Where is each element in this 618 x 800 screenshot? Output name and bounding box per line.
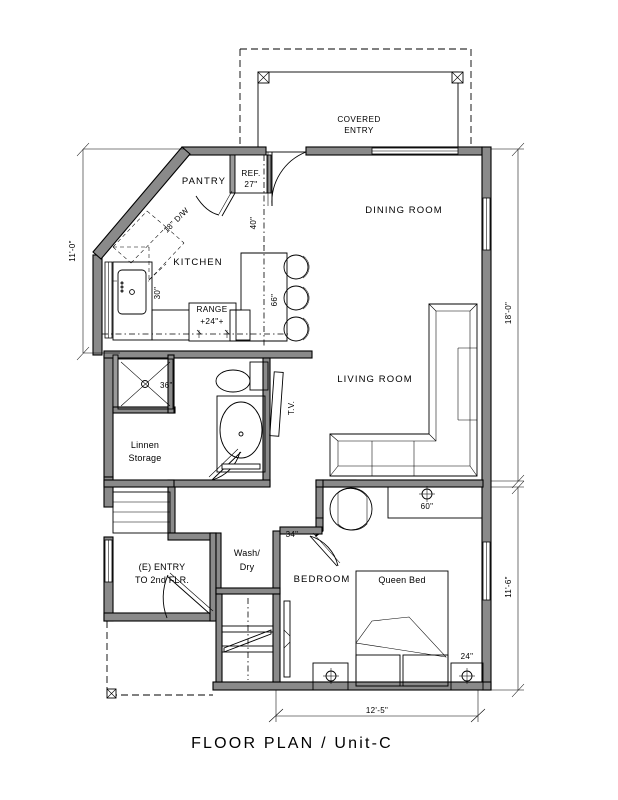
- sink-dimension: 30": [153, 287, 162, 300]
- dimension-right-upper: 18'-0": [491, 142, 525, 489]
- exterior-walls: [92, 146, 492, 691]
- dimension-right-lower: 11'-6": [491, 480, 525, 698]
- dimension-bottom: 12'-5": [268, 690, 486, 723]
- shower-icon: [117, 358, 174, 410]
- nightstand-icon: [312, 662, 349, 691]
- dimension-right-lower-value: 11'-6": [504, 576, 513, 598]
- vanity-icon: [216, 395, 266, 473]
- queen-bed-label: Queen Bed: [378, 575, 425, 585]
- drawing-title: FLOOR PLAN / Unit-C: [191, 735, 393, 752]
- covered-entry-group: COVERED ENTRY: [239, 48, 472, 153]
- island-depth-dimension: 66": [270, 294, 279, 307]
- windows: [104, 147, 491, 601]
- bar-stool-icon: [283, 285, 310, 311]
- bar-stool-icon: [283, 254, 310, 280]
- room-label-kitchen: KITCHEN: [173, 257, 222, 268]
- television-label: T.V.: [287, 401, 296, 415]
- bathroom-fixtures: 36" T.V. Linnen Storage: [117, 358, 296, 473]
- dimension-right-upper-value: 18'-0": [504, 302, 513, 324]
- queen-bed-icon: [355, 570, 449, 687]
- range-label: RANGE: [196, 305, 227, 314]
- bedroom-furniture: 60" Queen Bed 24" BEDROOM: [294, 486, 484, 691]
- bar-stool-icon: [283, 316, 310, 342]
- refrigerator-label-line2: 27": [244, 180, 257, 189]
- room-label-living: LIVING ROOM: [337, 374, 412, 385]
- stairs: [112, 491, 171, 534]
- room-label-covered-entry-line2: ENTRY: [344, 126, 374, 135]
- toilet-icon: [215, 361, 269, 393]
- patio-dashed-outline: [106, 621, 213, 699]
- nightstand-dimension: 24": [461, 652, 474, 661]
- sink-icon: [117, 269, 147, 315]
- interior-walls: [103, 154, 484, 683]
- nightstand-icon: [450, 662, 484, 691]
- refrigerator-icon: [234, 154, 268, 194]
- kitchen-fixtures: REF. 27" 30" RANGE +24"+ 18" D/W 66" 40": [102, 154, 310, 347]
- closet-center-mark: [419, 486, 435, 502]
- range-icon: [188, 302, 237, 342]
- television-icon: [269, 371, 284, 437]
- room-label-linnen-line2: Storage: [129, 453, 162, 463]
- room-label-washdry-line1: Wash/: [234, 548, 260, 558]
- room-label-bedroom: BEDROOM: [294, 574, 351, 585]
- closet-bedroom-icon: [387, 486, 483, 519]
- dimension-bottom-value: 12'-5": [366, 706, 388, 715]
- room-label-linnen-line1: Linnen: [131, 440, 159, 450]
- bedroom-door-dimension: 34": [286, 530, 299, 539]
- island-clearance-dimension: 40": [249, 217, 258, 230]
- shower-dimension: 36": [160, 381, 173, 390]
- room-label-covered-entry-line1: COVERED: [337, 115, 380, 124]
- range-dimension: +24"+: [200, 317, 224, 326]
- room-label-washdry-line2: Dry: [240, 562, 255, 572]
- living-room-furniture: LIVING ROOM: [329, 303, 478, 477]
- room-label-pantry: PANTRY: [182, 176, 226, 187]
- accent-chair-icon: [329, 487, 373, 531]
- entry-label-line2: TO 2nd FLR.: [135, 575, 189, 585]
- wash-dry-group: Wash/ Dry: [221, 548, 291, 680]
- dimension-left: 11'-0": [68, 142, 185, 361]
- room-label-dining: DINING ROOM: [365, 205, 443, 216]
- dishwasher-label: 18" D/W: [162, 206, 191, 235]
- closet-dimension: 60": [421, 502, 434, 511]
- dimension-left-value: 11'-0": [68, 240, 77, 262]
- refrigerator-label-line1: REF.: [241, 169, 260, 178]
- entry-label-line1: (E) ENTRY: [139, 562, 186, 572]
- doors: 34": [162, 151, 341, 619]
